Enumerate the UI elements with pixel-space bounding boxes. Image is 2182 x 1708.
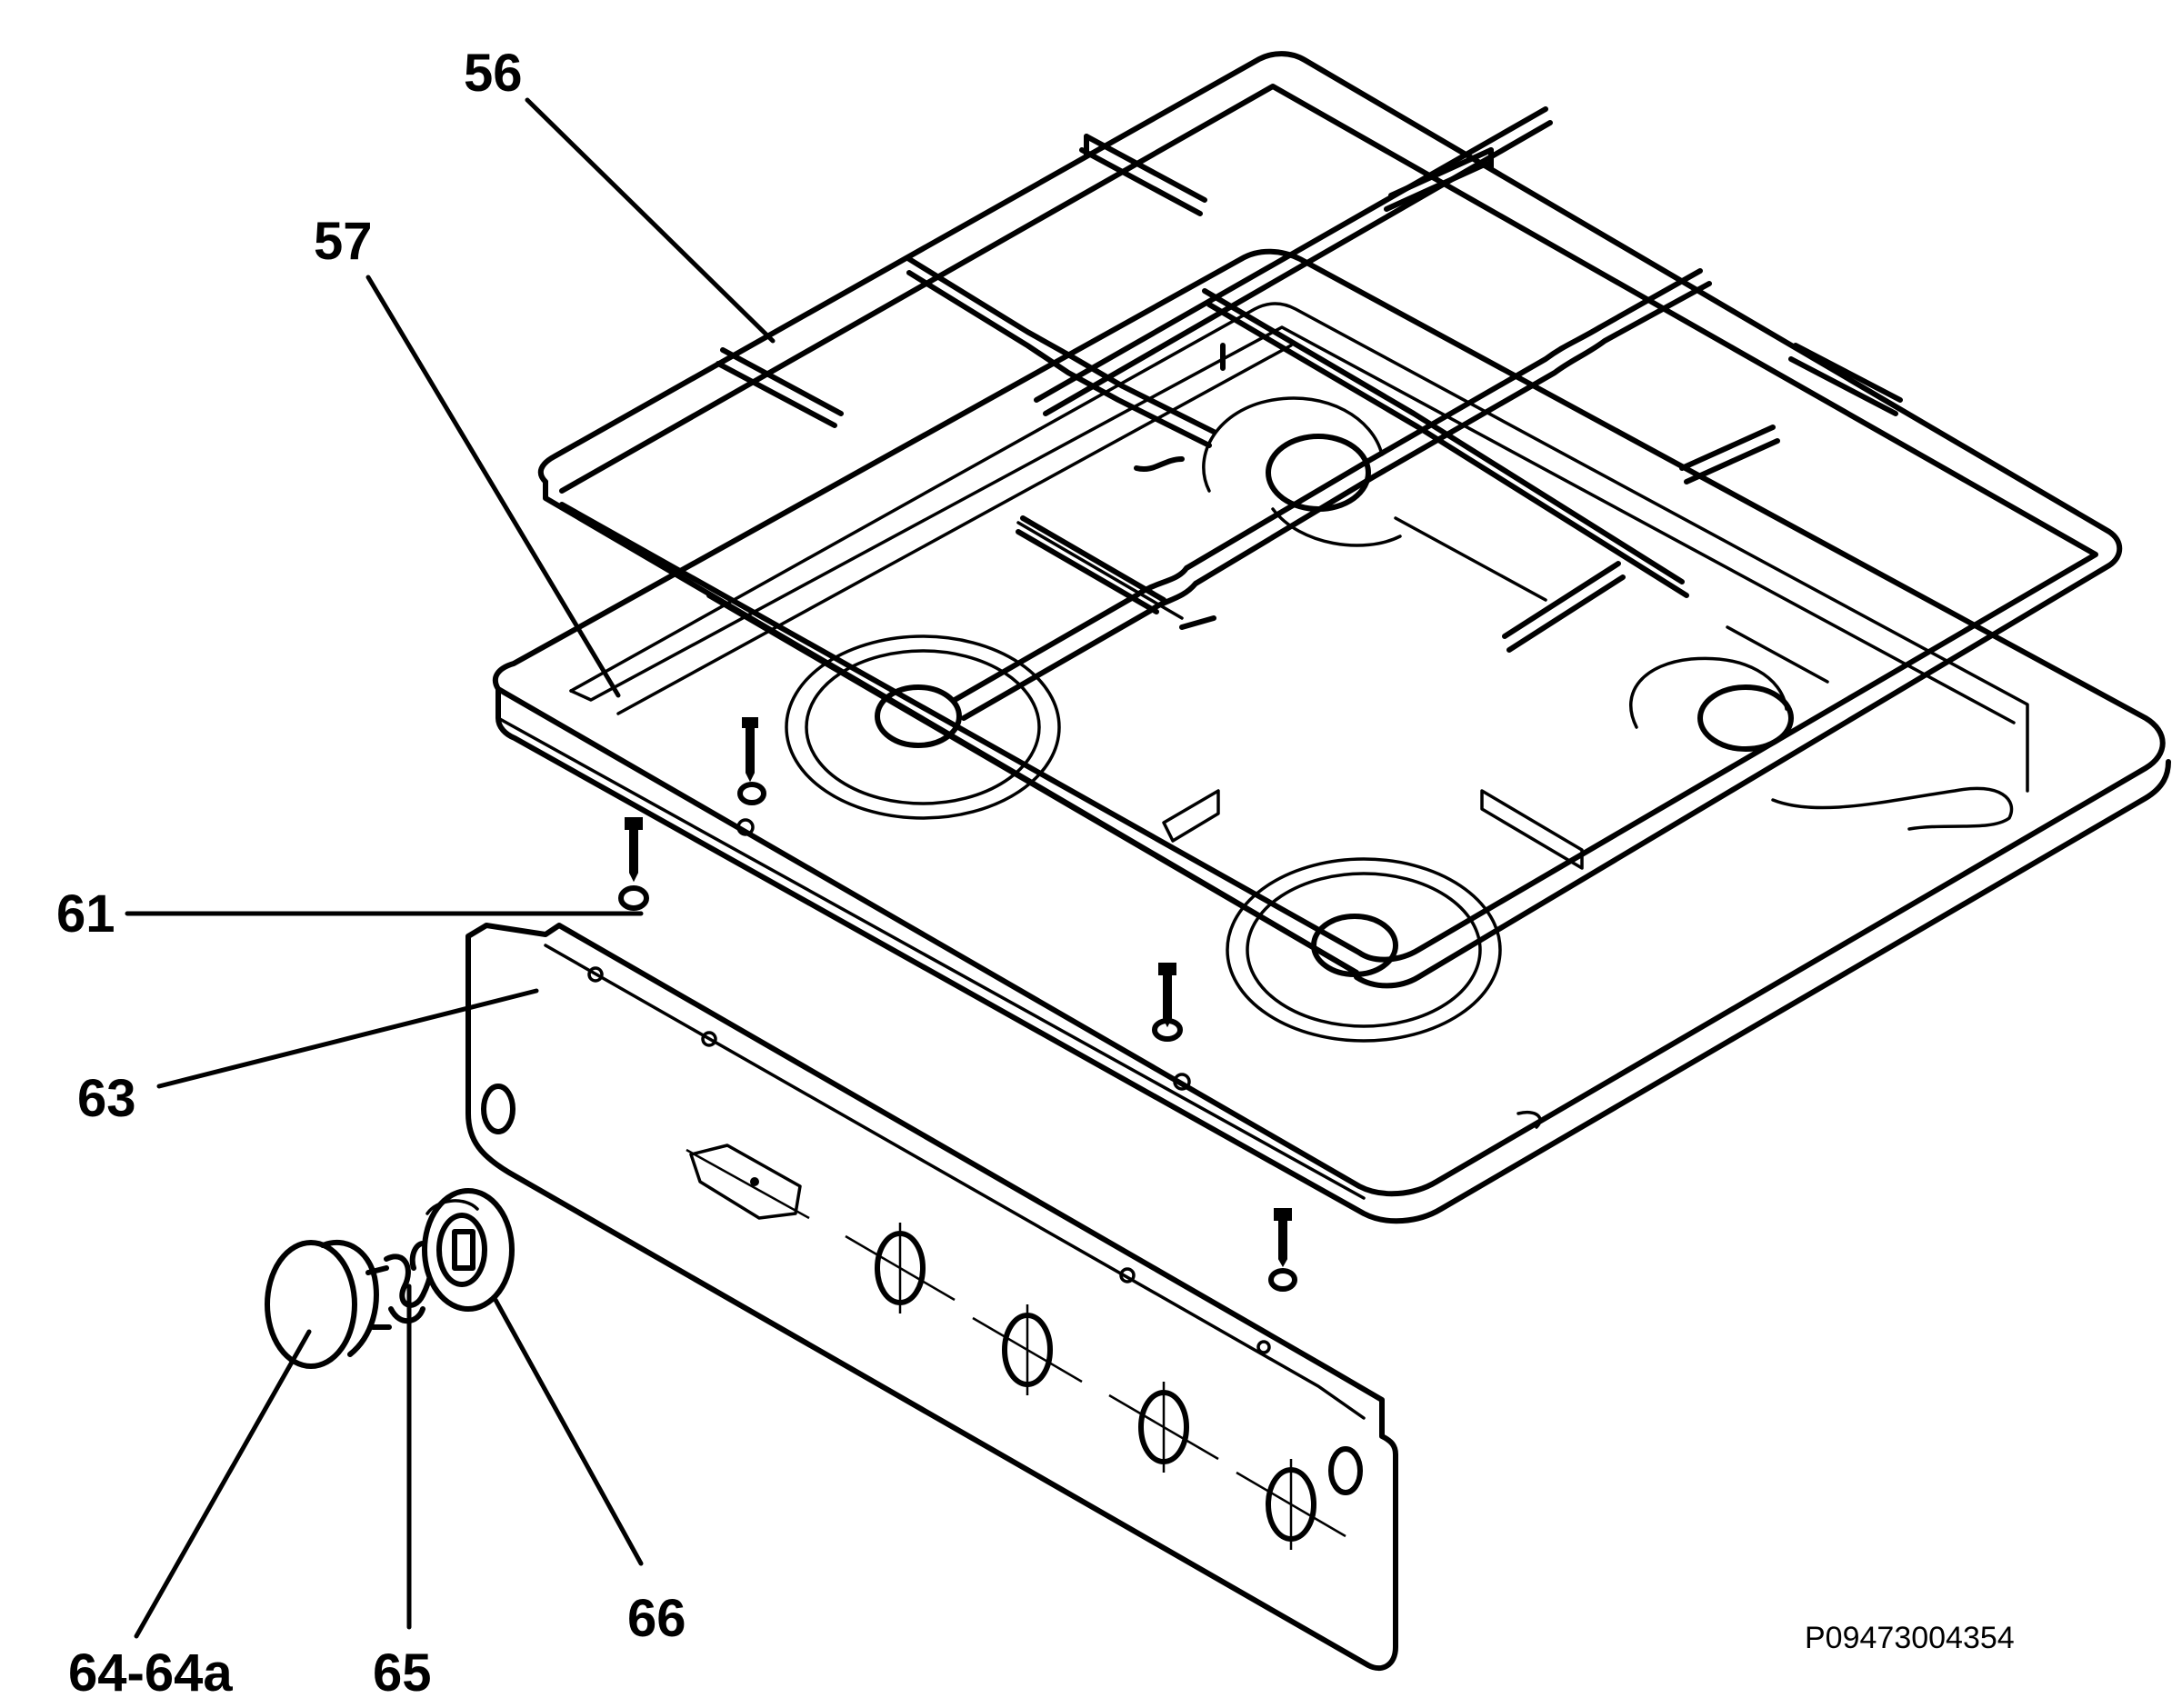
bezel-66 <box>422 1188 515 1312</box>
callout-56: 56 <box>464 44 523 103</box>
leader-57 <box>365 275 621 698</box>
callout-64-64a: 64-64a <box>68 1643 233 1703</box>
burner-front-left <box>785 634 1061 820</box>
drawing-code: P09473004354 <box>1805 1621 2015 1655</box>
burner-rear-left <box>1202 396 1402 547</box>
callout-66: 66 <box>627 1589 686 1648</box>
screw-front-right <box>1152 963 1183 1042</box>
callout-57: 57 <box>314 212 373 271</box>
pan-support-grid <box>537 51 2123 989</box>
screw-rear-left <box>737 717 766 805</box>
leader-56 <box>525 97 776 344</box>
hob-top-plate <box>492 248 2171 1224</box>
screw-washer-61 <box>618 817 649 911</box>
knob-hole-2 <box>972 1304 1083 1395</box>
screw-lower <box>1268 1208 1297 1292</box>
control-panel <box>465 923 1398 1672</box>
leader-66 <box>493 1297 644 1566</box>
knob-hole-1 <box>845 1223 956 1313</box>
leader-63 <box>156 988 539 1089</box>
callout-65: 65 <box>373 1643 432 1703</box>
knob-hole-4 <box>1236 1459 1346 1550</box>
leader-64 <box>134 1329 312 1639</box>
callout-61: 61 <box>56 884 115 944</box>
burner-rear-right <box>1629 656 2014 831</box>
knob-hole-3 <box>1108 1382 1219 1473</box>
knob-64 <box>265 1239 392 1369</box>
callout-63: 63 <box>77 1069 136 1128</box>
